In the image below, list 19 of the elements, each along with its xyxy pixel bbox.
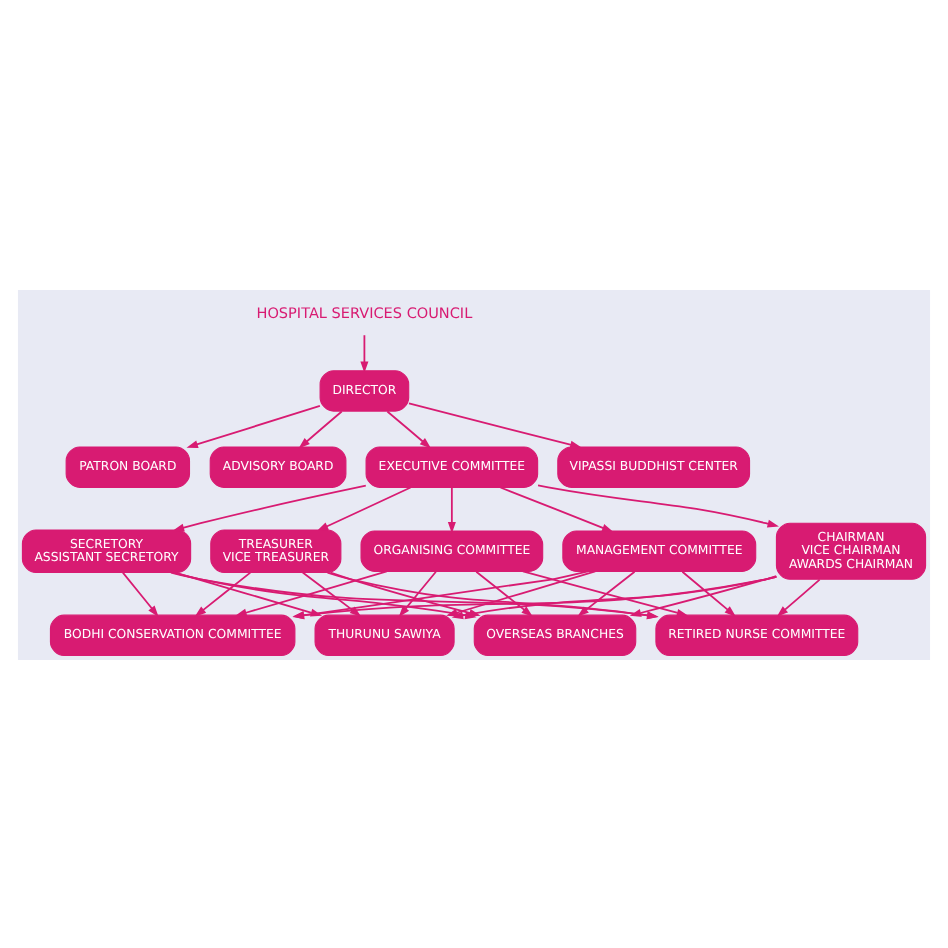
arrow bbox=[537, 483, 779, 527]
arrow bbox=[172, 483, 367, 531]
arrow bbox=[194, 570, 252, 616]
arrow bbox=[121, 570, 159, 616]
arrow bbox=[577, 569, 636, 616]
arrow bbox=[446, 569, 597, 616]
arrow bbox=[329, 570, 481, 616]
arrow bbox=[681, 569, 736, 616]
arrow bbox=[186, 404, 321, 448]
arrow bbox=[475, 569, 533, 616]
arrow bbox=[298, 409, 343, 448]
arrow bbox=[408, 401, 582, 448]
arrow bbox=[499, 485, 614, 532]
arrow bbox=[360, 333, 369, 372]
arrow bbox=[386, 409, 432, 448]
arrow bbox=[316, 485, 412, 531]
arrow bbox=[398, 569, 437, 617]
arrow bbox=[776, 577, 821, 616]
arrow bbox=[447, 485, 456, 533]
